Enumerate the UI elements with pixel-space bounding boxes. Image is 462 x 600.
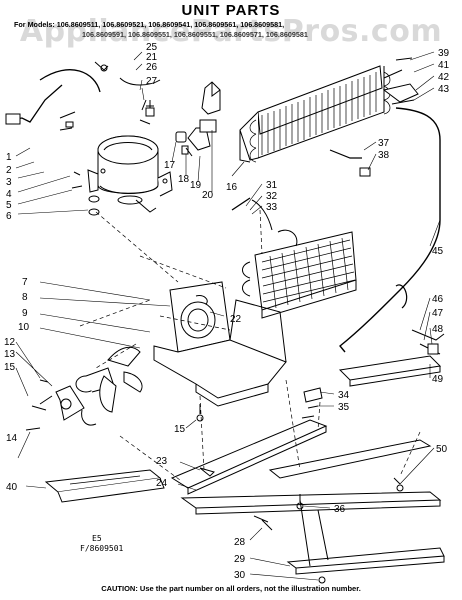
callout-48: 48 [432, 324, 444, 335]
callout-10: 10 [18, 322, 30, 333]
callout-43: 43 [438, 84, 450, 95]
condenser-coil [239, 65, 385, 163]
callout-19: 19 [190, 180, 202, 191]
callout-12: 12 [4, 337, 16, 348]
callout-4: 4 [6, 189, 12, 200]
callout-32: 32 [266, 191, 278, 202]
callout-40: 40 [6, 482, 18, 493]
callout-46: 46 [432, 294, 444, 305]
callout-50: 50 [436, 444, 448, 455]
callout-15: 15 [4, 362, 16, 373]
callout-38: 38 [378, 150, 390, 161]
callout-39: 39 [438, 48, 450, 59]
callout-36: 36 [334, 504, 346, 515]
callout-23: 23 [156, 456, 168, 467]
callout-30: 30 [234, 570, 246, 581]
callout-27: 27 [146, 76, 158, 87]
callout-28: 28 [234, 537, 246, 548]
diagram-code-e5: E5 [92, 534, 102, 543]
callout-22: 22 [230, 314, 242, 325]
callout-33: 33 [266, 202, 278, 213]
callout-41: 41 [438, 60, 450, 71]
callout-6: 6 [6, 211, 12, 222]
callout-37: 37 [378, 138, 390, 149]
callout-1: 1 [6, 152, 12, 163]
diagram-title: UNIT PARTS [181, 2, 281, 19]
callout-21: 21 [146, 52, 158, 63]
callout-15b: 15 [174, 424, 186, 435]
callout-24: 24 [156, 478, 168, 489]
callout-14: 14 [6, 433, 18, 444]
callout-25: 25 [146, 42, 158, 53]
callout-8: 8 [22, 292, 28, 303]
compressor [87, 135, 173, 205]
callout-13: 13 [4, 349, 16, 360]
callout-2: 2 [6, 165, 12, 176]
callout-18: 18 [178, 174, 190, 185]
callout-35: 35 [338, 402, 350, 413]
callout-9: 9 [22, 308, 28, 319]
callout-7: 7 [22, 277, 28, 288]
callout-labels: 1 2 3 4 5 6 7 8 9 10 12 13 14 15 15 16 1… [4, 42, 450, 581]
models-list: For Models: 106.8609511, 106.8609521, 10… [14, 20, 454, 40]
models-prefix: For Models: [14, 20, 55, 29]
fan-shroud [169, 281, 231, 353]
callout-29: 29 [234, 554, 246, 565]
diagram-code-id: F/8609501 [80, 544, 124, 553]
callout-49: 49 [432, 374, 444, 385]
base-frame [170, 419, 445, 575]
evaporator-coil [254, 231, 357, 319]
callout-42: 42 [438, 72, 450, 83]
caution-note: CAUTION: Use the part number on all orde… [101, 584, 361, 593]
callout-26: 26 [146, 62, 158, 73]
callout-5: 5 [6, 200, 12, 211]
callout-17: 17 [164, 160, 176, 171]
drain-pan [44, 469, 165, 503]
models-line-2: 106.8609591, 106.8609551, 106.8609551, 1… [82, 30, 308, 39]
callout-34: 34 [338, 390, 350, 401]
callout-47: 47 [432, 308, 444, 319]
callout-16: 16 [226, 182, 238, 193]
models-line-1: 106.8609511, 106.8609521, 106.8609541, 1… [56, 20, 285, 29]
callout-45: 45 [432, 246, 444, 257]
callout-31: 31 [266, 180, 278, 191]
callout-3: 3 [6, 177, 12, 188]
callout-20: 20 [202, 190, 214, 201]
